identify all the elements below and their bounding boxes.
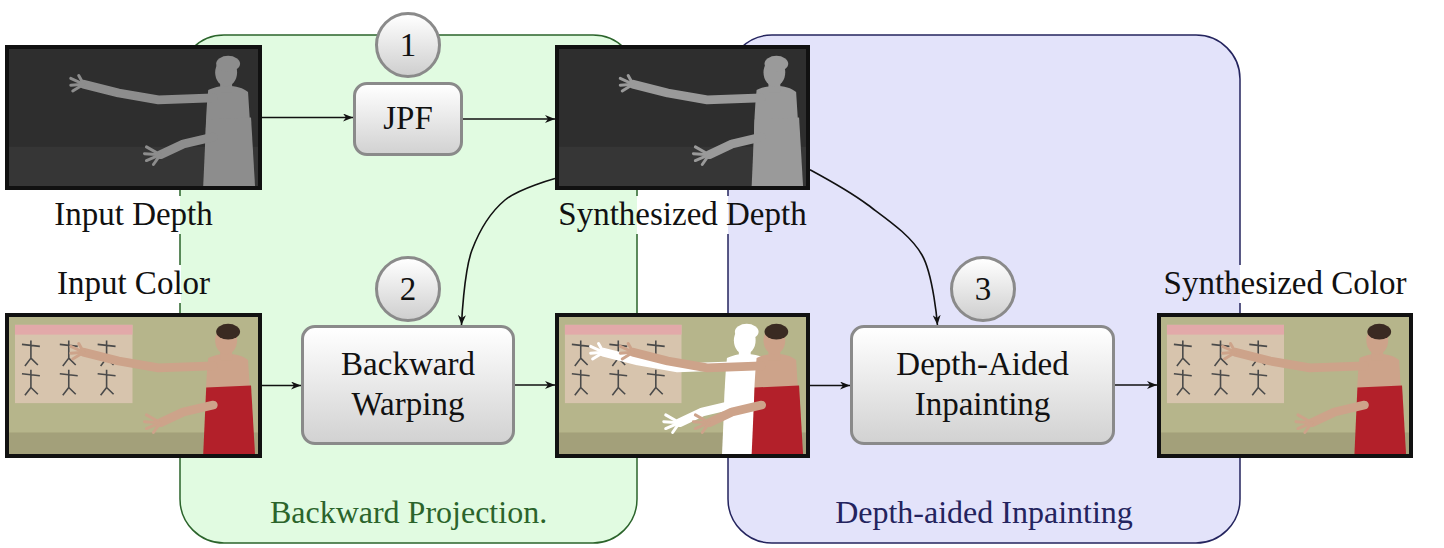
illustration-part [628, 343, 633, 352]
illustration-part [73, 352, 84, 359]
image-illustration [559, 317, 806, 454]
image-caption: Input Depth [51, 196, 216, 234]
illustration-part [709, 137, 761, 155]
process-box: Backward Warping [301, 325, 515, 445]
illustration-part [752, 118, 803, 187]
illustration-part [1174, 340, 1192, 365]
flow-arrow [515, 384, 555, 386]
illustration-part [203, 386, 255, 455]
illustration-part [1235, 352, 1364, 368]
illustration-part [633, 352, 761, 368]
illustration-part [84, 84, 213, 100]
illustration-part [559, 317, 806, 454]
flow-arrow [463, 118, 555, 120]
illustration-part [60, 370, 78, 395]
process-box: Depth-Aided Inpainting [850, 325, 1115, 445]
illustration-part [1305, 423, 1312, 433]
illustration-part [609, 370, 627, 395]
illustration-part [1174, 370, 1192, 395]
process-box: JPF [353, 82, 463, 156]
figure [71, 56, 255, 186]
figure [1223, 324, 1407, 454]
illustration-part [203, 118, 255, 187]
flow-arrow [462, 178, 556, 325]
illustration-part [633, 84, 761, 100]
illustration-part [1230, 343, 1235, 352]
illustration-part [160, 405, 213, 423]
flow-arrow [1115, 384, 1157, 386]
illustration-part [1312, 405, 1365, 423]
illustration-part [1167, 325, 1284, 335]
flow-arrow [810, 170, 937, 325]
illustration-part [153, 155, 160, 165]
illustration-part [9, 317, 258, 454]
image-illustration [9, 49, 258, 186]
illustration-part [1354, 386, 1406, 455]
illustration-part [216, 56, 240, 72]
illustration-part [79, 343, 84, 352]
callout-number: 2 [375, 256, 441, 322]
illustration-part [735, 324, 759, 340]
illustration-part [622, 84, 633, 91]
figure [591, 324, 774, 454]
illustration-part [622, 352, 633, 359]
illustration-part [1161, 317, 1409, 454]
flow-arrow [810, 385, 850, 387]
illustration-part [647, 370, 665, 395]
illustration-part [153, 423, 160, 433]
illustration-part [673, 423, 680, 433]
illustration-part [1212, 370, 1230, 395]
image-illustration [1161, 317, 1409, 454]
illustration-part [9, 49, 258, 186]
callout-number: 3 [950, 256, 1016, 322]
illustration-part [628, 75, 633, 84]
illustration-part [79, 75, 84, 84]
image-caption: Input Color [54, 265, 213, 303]
illustration-part [599, 343, 604, 352]
color-image: Input Color [5, 313, 262, 458]
illustration-part [765, 56, 789, 72]
figure [620, 56, 803, 186]
image-caption: Synthesized Color [1161, 265, 1410, 303]
region-label: Depth-aided Inpainting [728, 494, 1240, 531]
illustration-part [593, 352, 604, 359]
illustration-part [1367, 324, 1391, 340]
illustration-part [765, 324, 789, 340]
illustration-part [572, 370, 590, 395]
depth-image: Synthesized Depth [555, 45, 810, 190]
figure [620, 324, 803, 454]
illustration-part [1249, 370, 1267, 395]
illustration-part [1224, 352, 1235, 359]
image-caption: Synthesized Depth [555, 196, 809, 234]
process-label: JPF [383, 99, 433, 139]
color-image [555, 313, 810, 458]
illustration-part [559, 49, 806, 186]
figure [71, 324, 255, 454]
illustration-part [22, 370, 40, 395]
callout-number: 1 [375, 12, 441, 78]
process-label: Depth-Aided Inpainting [865, 345, 1100, 424]
flow-arrow [262, 117, 353, 119]
region-label: Backward Projection. [180, 494, 637, 531]
illustration-part [73, 84, 84, 91]
illustration-part [565, 325, 682, 335]
illustration-part [84, 352, 213, 368]
flow-arrow [262, 385, 301, 387]
illustration-part [160, 137, 213, 155]
illustration-part [709, 405, 761, 423]
illustration-part [15, 325, 133, 335]
illustration-part [572, 340, 590, 365]
color-image: Synthesized Color [1157, 313, 1413, 458]
illustration-part [702, 155, 709, 165]
image-illustration [9, 317, 258, 454]
illustration-part [98, 370, 116, 395]
image-illustration [559, 49, 806, 186]
depth-image: Input Depth [5, 45, 262, 190]
illustration-part [216, 324, 240, 340]
illustration-part [22, 340, 40, 365]
illustration-part [702, 423, 709, 433]
illustration-part [752, 386, 803, 455]
process-label: Backward Warping [316, 345, 500, 424]
